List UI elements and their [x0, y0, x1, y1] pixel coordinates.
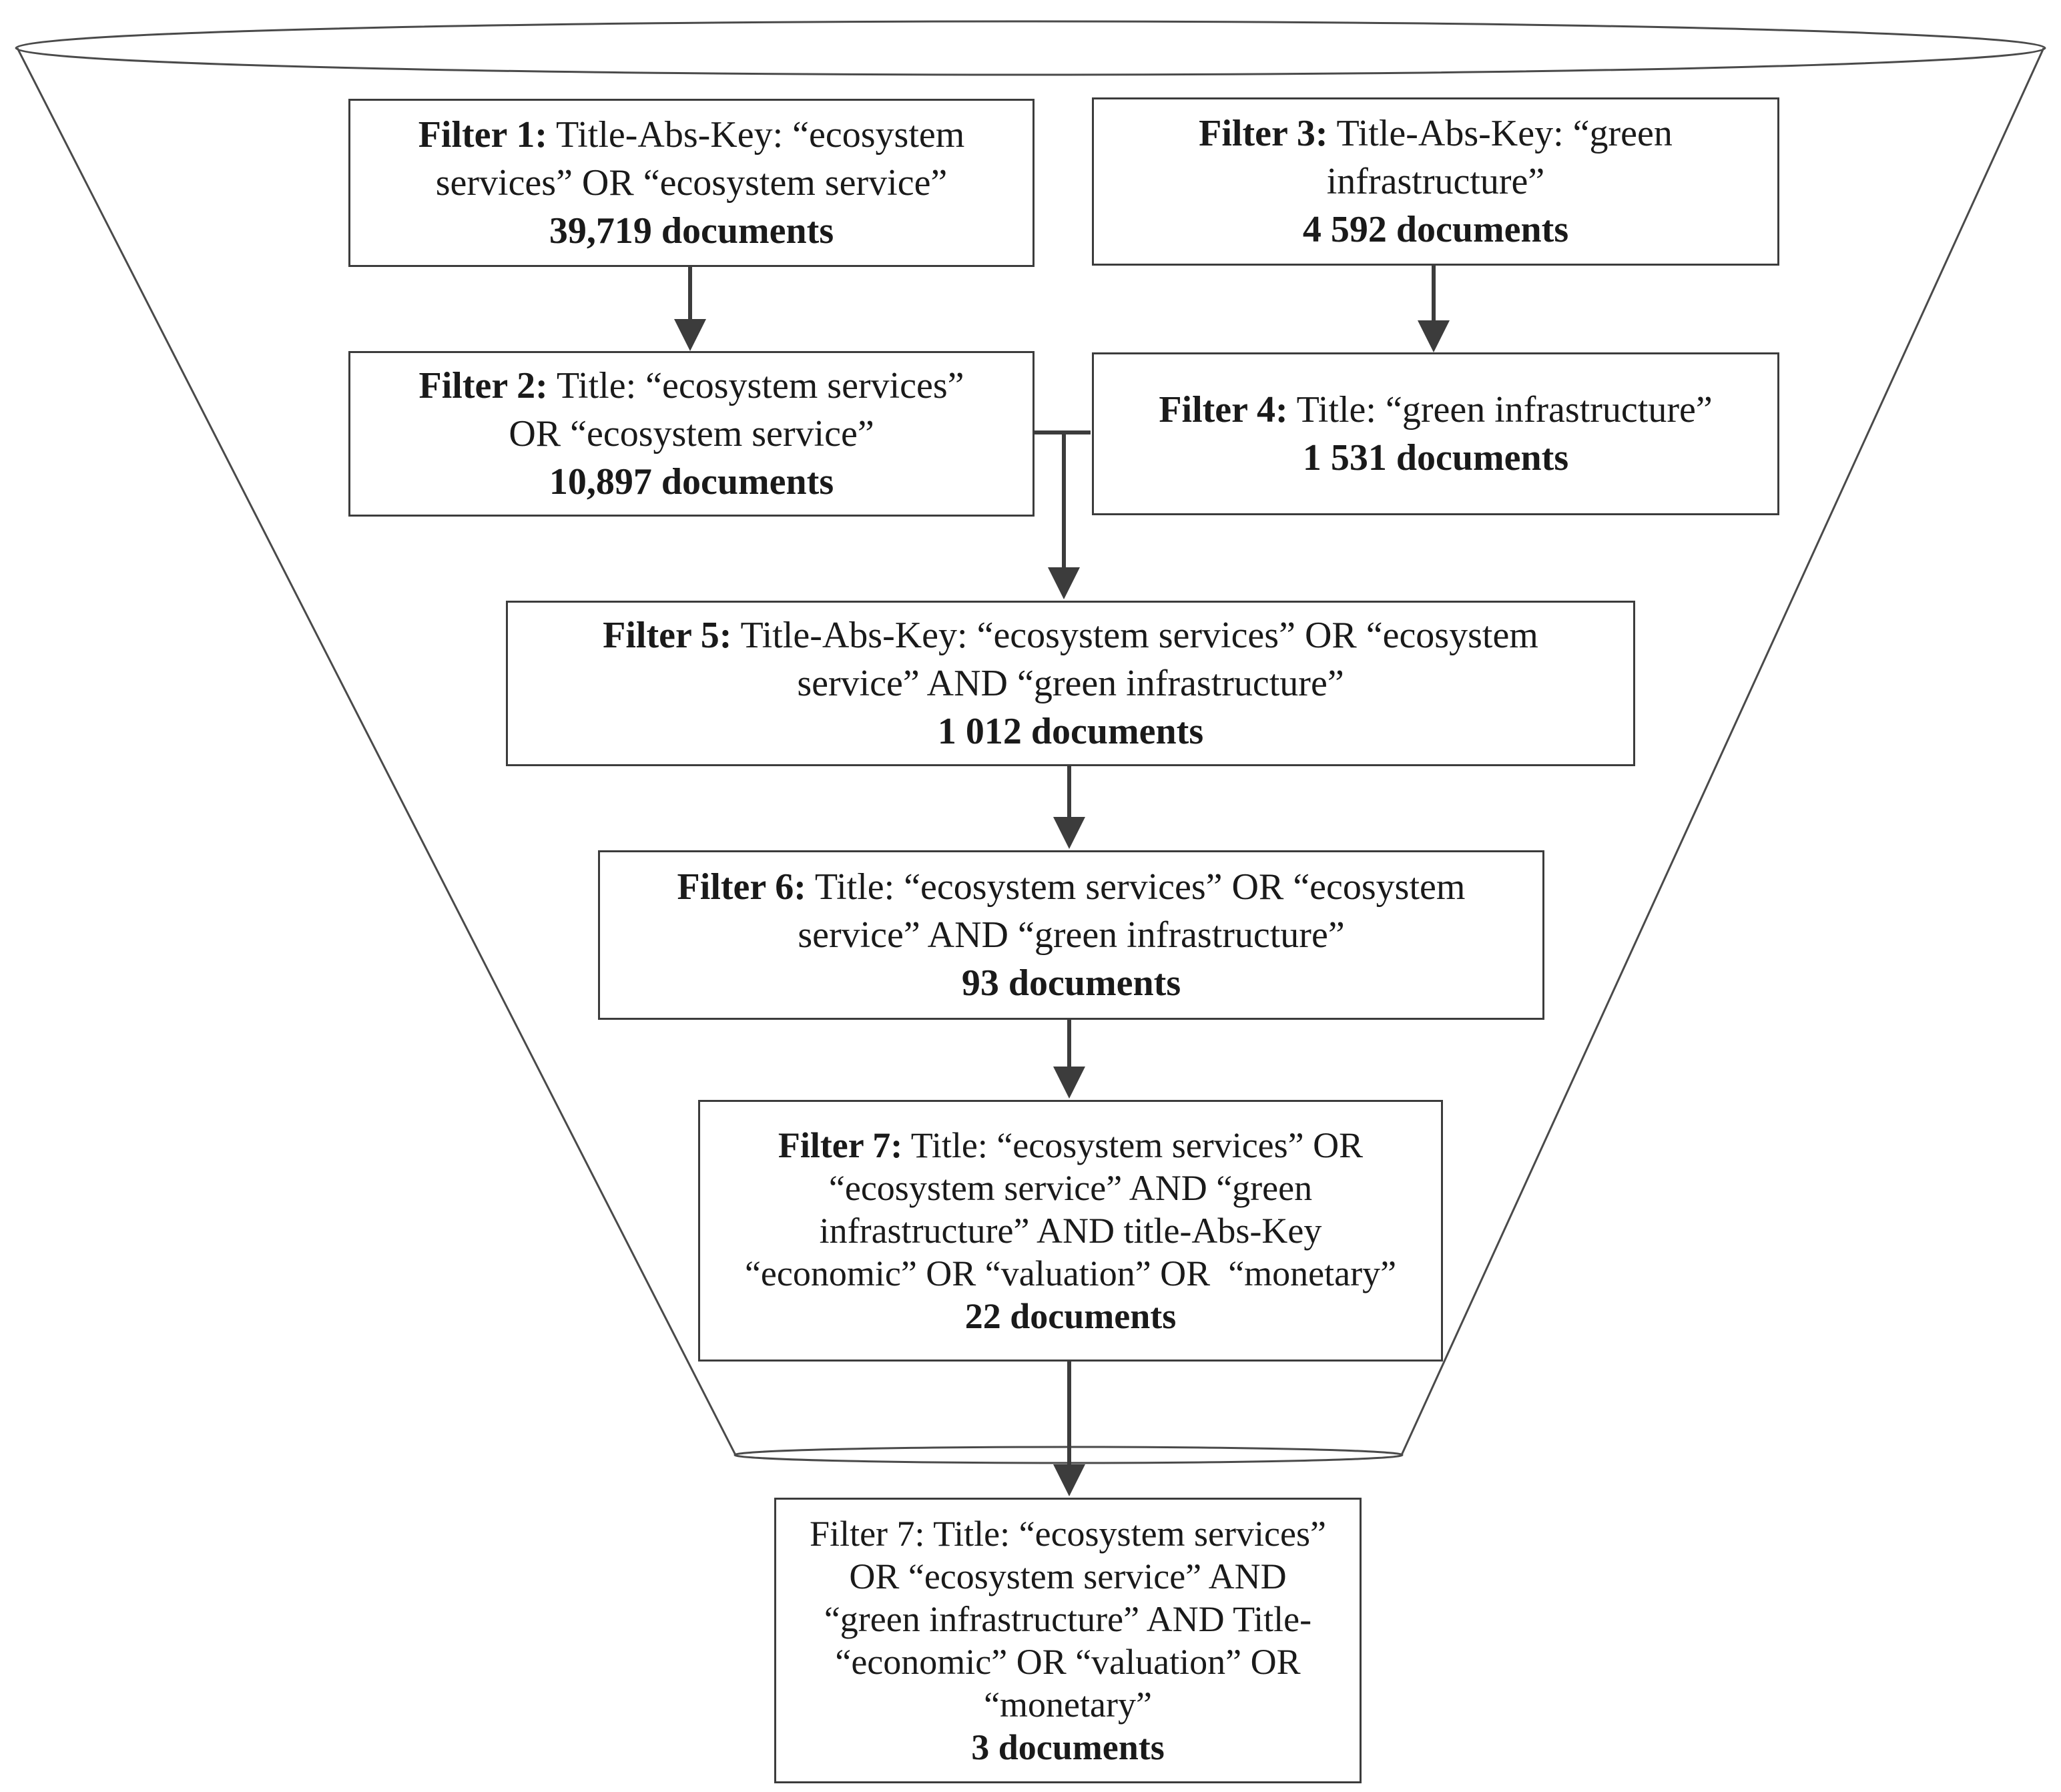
- filter-query-text: Title: “green infrastructure”: [1287, 389, 1713, 430]
- filter-box-content: Filter 7: Title: “ecosystem services” OR…: [700, 1124, 1441, 1337]
- filter-text-line: “ecosystem service” AND “green: [713, 1167, 1428, 1209]
- document-count: 22 documents: [964, 1296, 1177, 1336]
- filter-6-box: Filter 6: Title: “ecosystem services” OR…: [598, 850, 1544, 1020]
- filter-box-content: Filter 4: Title: “green infrastructure”1…: [1094, 386, 1777, 482]
- filter-query-text: Title: “ecosystem services”: [547, 365, 964, 406]
- arrowhead-filter1-to-filter2: [674, 319, 706, 351]
- filter-5-box: Filter 5: Title-Abs-Key: “ecosystem serv…: [506, 601, 1635, 766]
- filter-7-box: Filter 7: Title: “ecosystem services” OR…: [698, 1100, 1443, 1362]
- filter-text-line: Filter 3: Title-Abs-Key: “green: [1107, 109, 1764, 158]
- filter-text-line: service” AND “green infrastructure”: [613, 911, 1529, 959]
- document-count: 10,897 documents: [549, 461, 834, 503]
- arrowhead-filter3-to-filter4: [1418, 320, 1450, 352]
- arrowhead-filter6-to-filter7: [1053, 1067, 1085, 1099]
- funnel-left-side: [16, 47, 737, 1456]
- filter-text-line: “economic” OR “valuation” OR “monetary”: [713, 1252, 1428, 1295]
- document-count: 1 012 documents: [937, 711, 1204, 752]
- filter-text-line: services” OR “ecosystem service”: [364, 159, 1019, 207]
- filter-text-line: Filter 1: Title-Abs-Key: “ecosystem: [364, 111, 1019, 159]
- filter-text-line: Filter 6: Title: “ecosystem services” OR…: [613, 863, 1529, 911]
- document-count: 93 documents: [961, 962, 1181, 1004]
- filter-query-text: Title-Abs-Key: “ecosystem: [547, 114, 965, 156]
- filter-text-line: Filter 2: Title: “ecosystem services”: [364, 362, 1019, 410]
- filter-query-text: “monetary”: [984, 1685, 1152, 1725]
- filter-query-text: services” OR “ecosystem service”: [435, 162, 948, 204]
- filter-box-content: Filter 7: Title: “ecosystem services”OR …: [776, 1512, 1360, 1769]
- filter-query-text: Title: “ecosystem services” OR: [902, 1125, 1364, 1165]
- arrowhead-join-to-filter5: [1048, 567, 1080, 599]
- filter-text-line: Filter 7: Title: “ecosystem services” OR: [713, 1124, 1428, 1167]
- filter-text-line: OR “ecosystem service” AND: [790, 1555, 1346, 1598]
- filter-box-content: Filter 6: Title: “ecosystem services” OR…: [600, 863, 1542, 1007]
- filter-text-line: Filter 7: Title: “ecosystem services”: [790, 1512, 1346, 1555]
- arrowhead-filter7-to-final: [1053, 1464, 1085, 1496]
- filter-text-line: “green infrastructure” AND Title-: [790, 1598, 1346, 1640]
- filter-text-line: OR “ecosystem service”: [364, 410, 1019, 458]
- filter-query-text: “green infrastructure” AND Title-: [824, 1599, 1312, 1639]
- filter-query-text: Title: “ecosystem services” OR “ecosyste…: [806, 866, 1466, 908]
- filter-box-content: Filter 5: Title-Abs-Key: “ecosystem serv…: [508, 611, 1633, 756]
- document-count: 39,719 documents: [549, 210, 834, 252]
- funnel-right-side: [1400, 47, 2045, 1456]
- filter-label: Filter 4:: [1159, 389, 1288, 430]
- filter-query-text: Title-Abs-Key: “ecosystem services” OR “…: [731, 615, 1538, 656]
- final-result-box: Filter 7: Title: “ecosystem services”OR …: [774, 1498, 1362, 1783]
- filter-text-line: “monetary”: [790, 1683, 1346, 1726]
- filter-label: Filter 1:: [418, 114, 548, 156]
- filter-text-line: service” AND “green infrastructure”: [521, 659, 1620, 707]
- filter-query-text: infrastructure”: [1326, 161, 1545, 202]
- filter-query-text: service” AND “green infrastructure”: [798, 914, 1345, 956]
- filter-2-box: Filter 2: Title: “ecosystem services”OR …: [348, 351, 1035, 517]
- arrowhead-filter5-to-filter6: [1053, 817, 1085, 849]
- document-count: 1 531 documents: [1302, 437, 1569, 479]
- filter-query-text: Title-Abs-Key: “green: [1328, 113, 1673, 154]
- filter-text-line: Filter 4: Title: “green infrastructure”: [1107, 386, 1764, 434]
- document-count: 4 592 documents: [1302, 209, 1569, 250]
- filter-query-text: “economic” OR “valuation” OR “monetary”: [744, 1253, 1397, 1293]
- filter-query-text: OR “ecosystem service” AND: [849, 1556, 1287, 1596]
- filter-query-text: Filter 7: Title: “ecosystem services”: [810, 1514, 1326, 1554]
- filter-text-line: infrastructure”: [1107, 158, 1764, 206]
- filter-query-text: “economic” OR “valuation” OR: [835, 1642, 1301, 1682]
- filter-box-content: Filter 2: Title: “ecosystem services”OR …: [350, 362, 1033, 506]
- filter-text-line: “economic” OR “valuation” OR: [790, 1640, 1346, 1683]
- filter-text-line: infrastructure” AND title-Abs-Key: [713, 1209, 1428, 1252]
- filter-label: Filter 6:: [677, 866, 806, 908]
- filter-query-text: infrastructure” AND title-Abs-Key: [819, 1211, 1322, 1251]
- filter-text-line: Filter 5: Title-Abs-Key: “ecosystem serv…: [521, 611, 1620, 659]
- filter-label: Filter 2:: [418, 365, 548, 406]
- filter-query-text: OR “ecosystem service”: [509, 413, 874, 455]
- filter-4-box: Filter 4: Title: “green infrastructure”1…: [1092, 352, 1779, 515]
- filter-label: Filter 5:: [603, 615, 732, 656]
- filter-label: Filter 3:: [1199, 113, 1328, 154]
- funnel-top-rim: [15, 20, 2046, 76]
- filter-query-text: service” AND “green infrastructure”: [797, 663, 1344, 704]
- document-count: 3 documents: [971, 1727, 1165, 1767]
- filter-query-text: “ecosystem service” AND “green: [828, 1168, 1313, 1208]
- filter-label: Filter 7:: [778, 1125, 903, 1165]
